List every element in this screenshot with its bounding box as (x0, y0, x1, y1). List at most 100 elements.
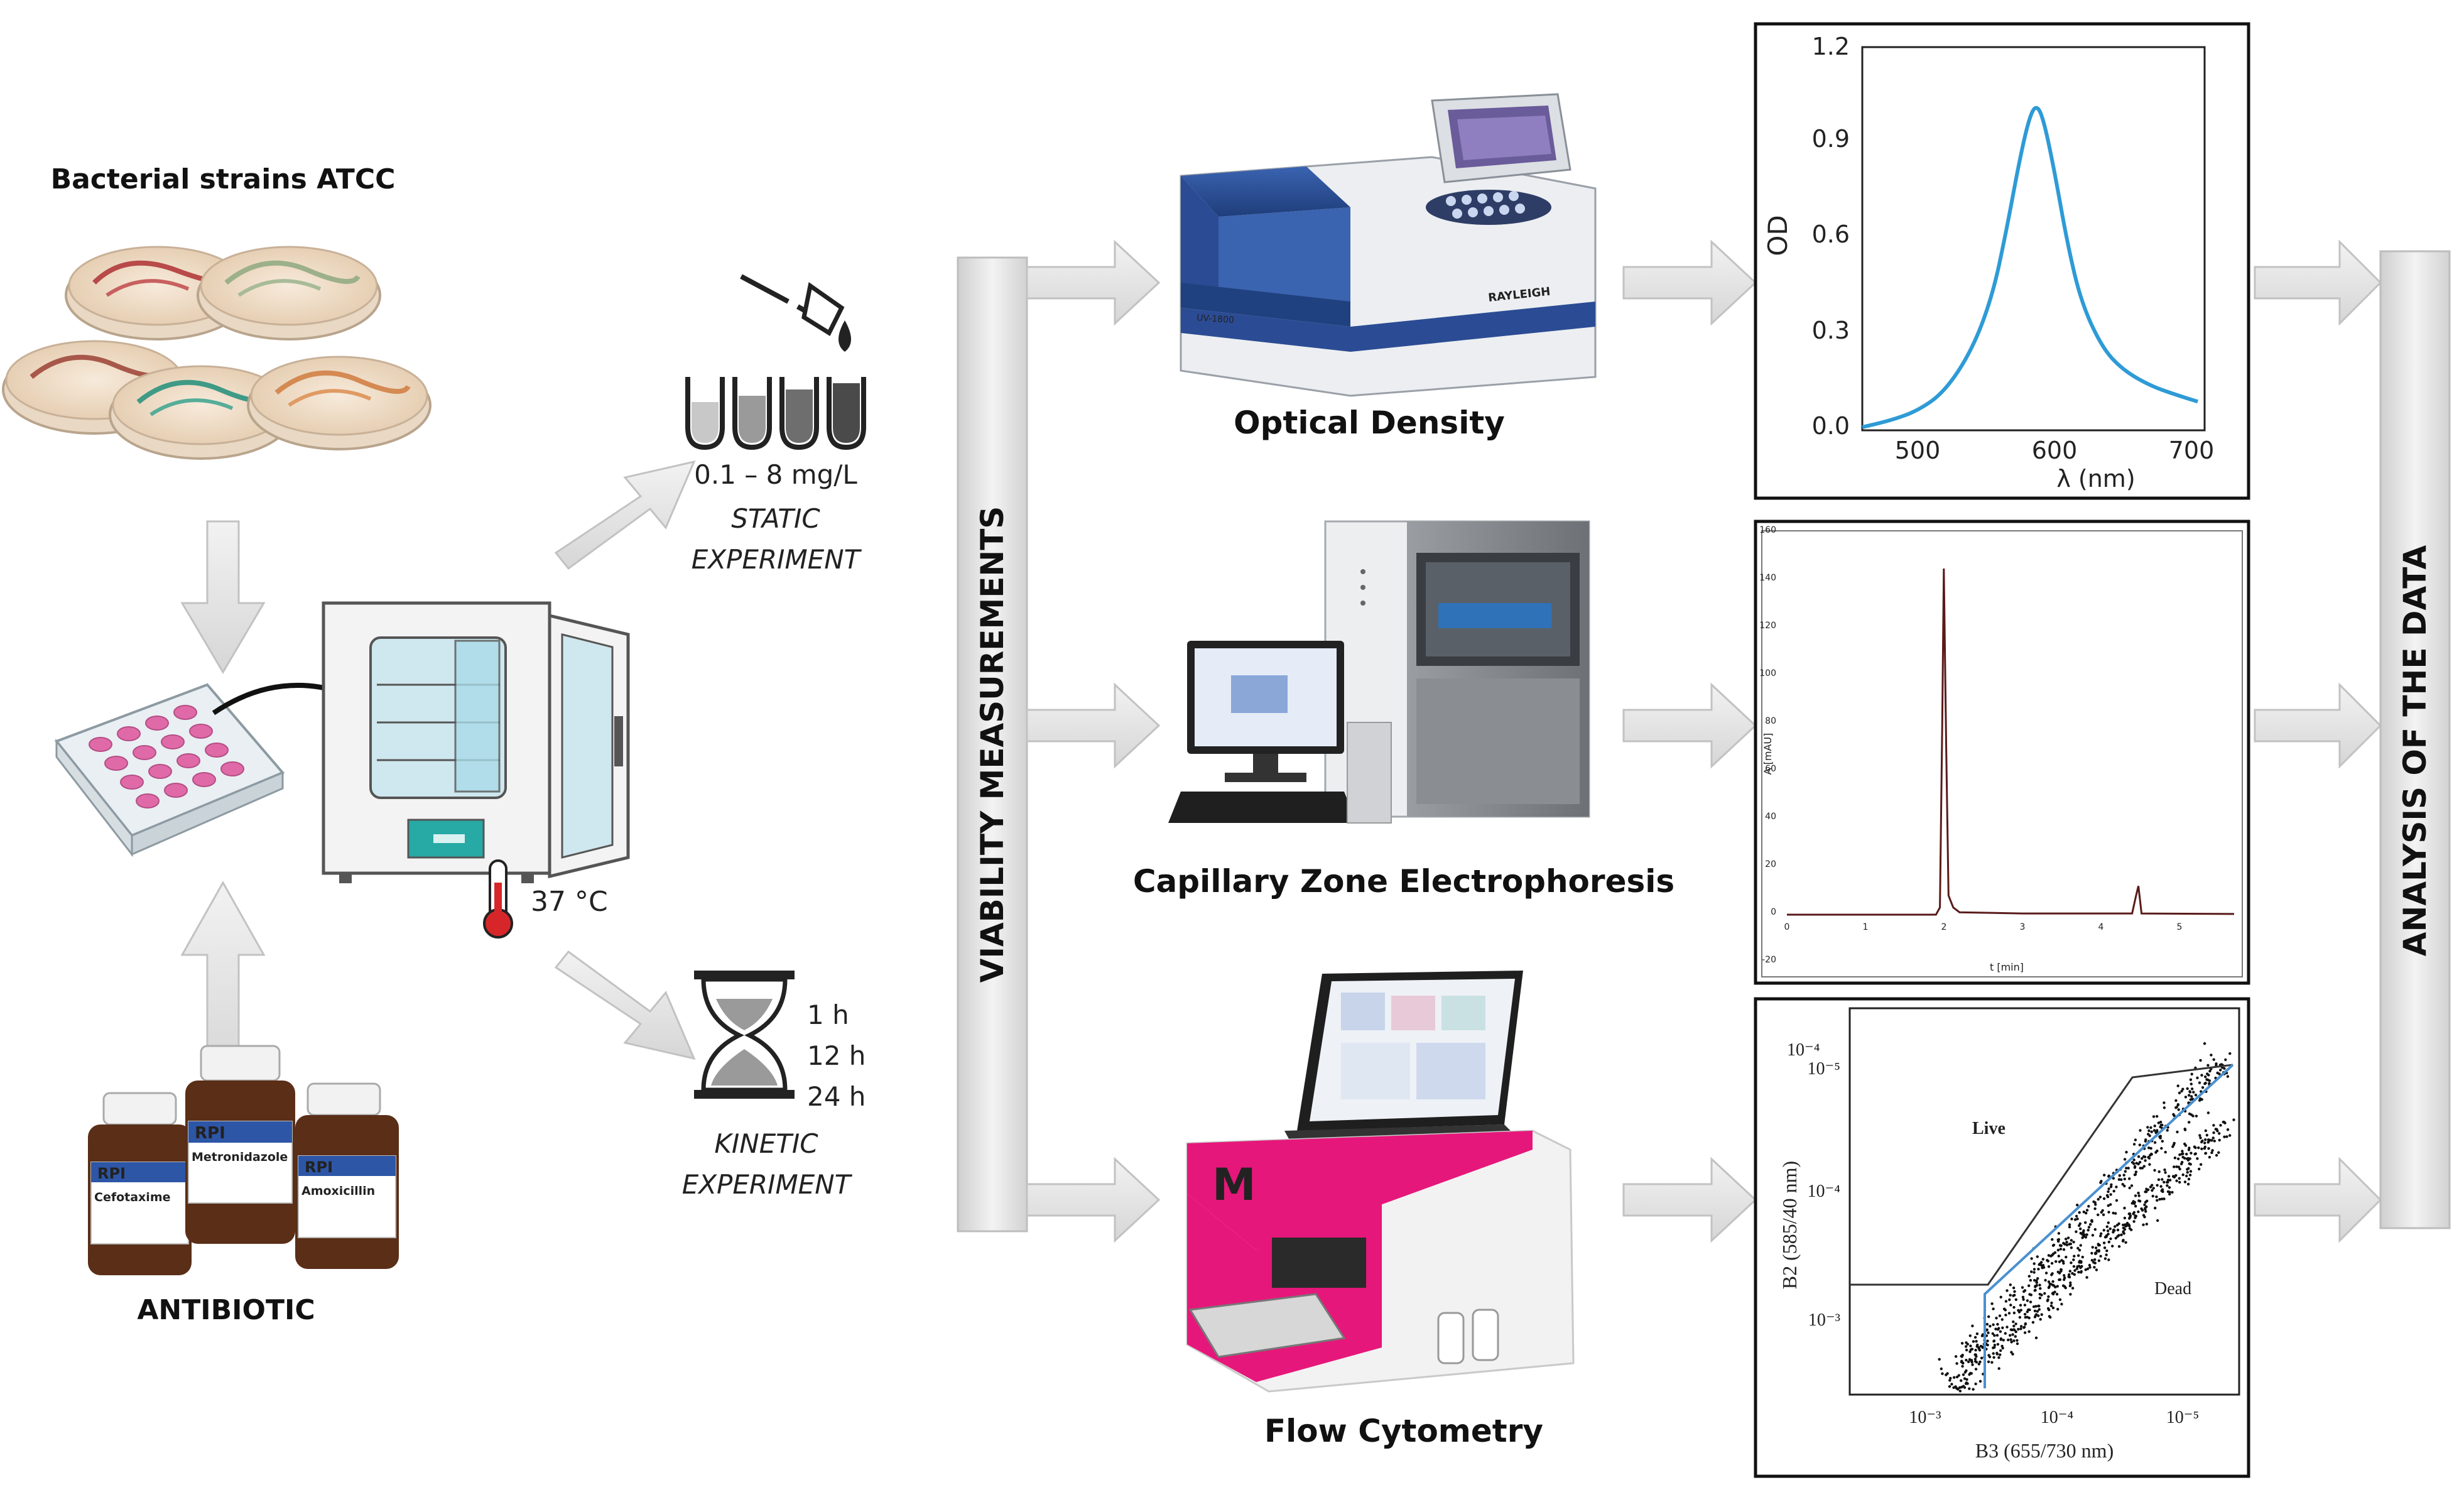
fc-event-dot (2072, 1265, 2076, 1268)
fc-event-dot (2127, 1167, 2130, 1170)
fc-event-dot (2176, 1130, 2179, 1134)
fc-event-dot (2114, 1225, 2117, 1228)
fc-event-dot (1975, 1361, 1978, 1364)
fc-event-dot (2163, 1180, 2166, 1184)
fc-event-dot (2151, 1194, 2154, 1198)
fc-event-dot (2141, 1167, 2144, 1170)
fc-event-dot (2117, 1245, 2121, 1248)
fc-event-dot (1950, 1383, 1953, 1386)
fc-event-dot (1985, 1322, 1989, 1326)
fc-event-dot (2153, 1141, 2157, 1144)
fc-event-dot (2137, 1191, 2140, 1195)
fc-event-dot (2121, 1183, 2124, 1186)
fc-event-dot (2094, 1203, 2097, 1206)
fc-event-dot (2214, 1128, 2217, 1131)
fc-event-dot (1958, 1390, 1962, 1393)
fc-event-dot (2190, 1072, 2193, 1076)
fc-event-dot (2124, 1224, 2128, 1228)
fc-event-dot (2137, 1155, 2141, 1158)
fc-event-dot (2039, 1287, 2042, 1290)
fc-event-dot (1974, 1382, 1977, 1386)
fc-event-dot (2097, 1197, 2100, 1201)
fc-event-dot (2058, 1260, 2061, 1263)
fc-event-dot (2057, 1232, 2061, 1235)
arrow-to-spectrophotometer (1026, 239, 1161, 326)
fc-event-dot (2037, 1304, 2040, 1308)
fc-event-dot (2186, 1171, 2189, 1174)
fc-event-dot (2078, 1211, 2081, 1214)
fc-event-dot (2039, 1261, 2043, 1264)
fc-event-dot (2147, 1157, 2151, 1160)
fc-event-dot (1986, 1339, 1989, 1342)
fc-event-dot (1965, 1358, 1968, 1362)
fc-event-dot (2039, 1318, 2042, 1321)
fc-event-dot (2023, 1312, 2027, 1316)
fc-event-dot (2085, 1233, 2088, 1236)
fc-event-dot (2153, 1124, 2156, 1128)
fc-event-dot (2080, 1260, 2083, 1263)
fc-event-dot (2116, 1228, 2120, 1232)
arrow-to-static (554, 460, 696, 570)
fc-event-dot (2107, 1211, 2110, 1214)
fc-event-dot (2228, 1052, 2232, 1055)
fc-event-dot (2036, 1310, 2039, 1313)
fc-event-dot (2218, 1132, 2221, 1135)
fc-event-dot (2092, 1261, 2095, 1264)
fc-event-dot (2122, 1239, 2125, 1242)
fc-event-dot (2059, 1248, 2063, 1251)
fc-event-dot (2163, 1101, 2166, 1104)
fc-event-dot (2073, 1218, 2077, 1221)
fc-event-dot (2058, 1278, 2061, 1282)
cze-xlabel: t [min] (1990, 961, 2024, 973)
fc-event-dot (2102, 1213, 2105, 1216)
fc-event-dot (2107, 1221, 2110, 1224)
fc-event-dot (2019, 1309, 2022, 1312)
fc-event-dot (2093, 1207, 2097, 1211)
fc-event-dot (2103, 1257, 2107, 1260)
petri-dishes-illustration (2, 246, 431, 460)
fc-event-dot (2192, 1091, 2195, 1094)
fc-event-dot (2037, 1268, 2040, 1271)
fc-event-dot (2159, 1135, 2163, 1138)
fc-event-dot (2138, 1143, 2141, 1146)
cze-xtick-3: 3 (2020, 922, 2026, 932)
fc-event-dot (2034, 1336, 2038, 1339)
fc-event-dot (2000, 1318, 2004, 1321)
bottle-1-name: Cefotaxime (94, 1190, 171, 1204)
fc-event-dot (2075, 1214, 2078, 1218)
fc-event-dot (2176, 1157, 2180, 1160)
fc-event-dot (2034, 1285, 2037, 1288)
fc-event-dot (2190, 1082, 2193, 1086)
fc-event-dot (2206, 1111, 2210, 1114)
fc-event-dot (2014, 1322, 2017, 1326)
fc-event-dot (2123, 1177, 2126, 1181)
fc-event-dot (2073, 1269, 2076, 1272)
fc-event-dot (2173, 1157, 2177, 1160)
fc-event-dot (2040, 1293, 2043, 1297)
fc-event-dot (1997, 1356, 2000, 1359)
fc-event-dot (2072, 1241, 2075, 1244)
fc-event-dot (2141, 1157, 2144, 1160)
fc-event-dot (2075, 1230, 2078, 1233)
fc-event-dot (2063, 1278, 2066, 1282)
fc-event-dot (2144, 1207, 2147, 1210)
fc-event-dot (2050, 1301, 2053, 1305)
fc-event-dot (2203, 1141, 2206, 1145)
hourglass-icon (694, 971, 795, 1099)
fc-event-dot (2088, 1263, 2092, 1267)
fc-event-dot (1948, 1379, 1951, 1382)
cze-xtick-1: 1 (1863, 922, 1869, 932)
fc-event-dot (2109, 1237, 2112, 1241)
cze-chart: -20 0 20 40 60 80 100 120 140 160 0 1 2 … (1759, 525, 2243, 977)
fc-event-dot (2068, 1243, 2071, 1246)
fc-dead-gate (1984, 1064, 2234, 1388)
fc-event-dot (2029, 1278, 2033, 1282)
fc-event-dot (2018, 1315, 2022, 1319)
fc-event-dot (2134, 1204, 2137, 1208)
fc-event-dot (2134, 1173, 2137, 1176)
fc-event-dot (2215, 1153, 2218, 1157)
fc-event-dot (2148, 1134, 2151, 1138)
fc-event-dot (2186, 1157, 2190, 1160)
fc-live-label: Live (1972, 1119, 2005, 1138)
temperature-label: 37 °C (531, 886, 608, 918)
